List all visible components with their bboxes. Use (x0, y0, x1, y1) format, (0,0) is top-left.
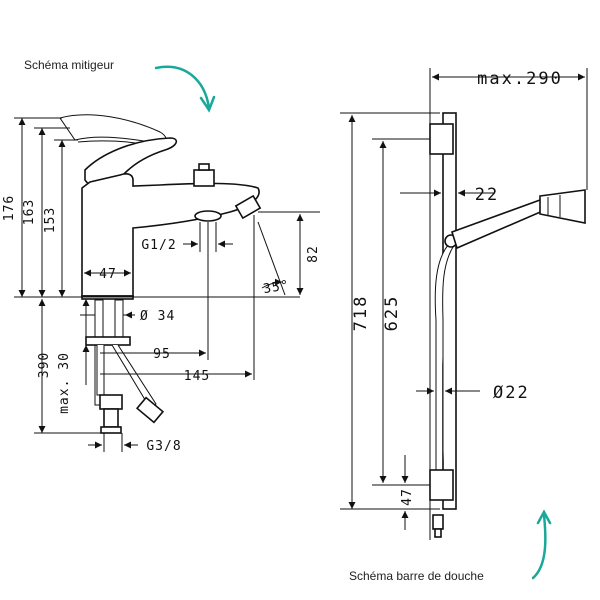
dim-d22: Ø22 (493, 383, 530, 403)
dim-g38: G3/8 (146, 439, 181, 454)
shower-bar-caption: Schéma barre de douche (349, 569, 484, 583)
dim-d34: Ø 34 (140, 309, 175, 324)
dim-max290: max.290 (477, 69, 563, 89)
dim-47-bracket: 47 (400, 488, 415, 506)
dim-390: 390 (37, 352, 52, 378)
dim-95: 95 (153, 347, 171, 362)
dim-35-angle: 35° (262, 278, 291, 297)
dim-145: 145 (184, 369, 210, 384)
dim-82: 82 (306, 245, 321, 263)
mixer-arrow-icon (154, 65, 216, 113)
dim-718: 718 (351, 295, 371, 332)
dim-22-rail: 22 (475, 185, 499, 205)
mixer-faucet (59, 114, 262, 434)
dim-max30: max. 30 (57, 352, 72, 414)
shower-bar (429, 68, 586, 540)
dim-47-mixer: 47 (99, 267, 117, 282)
shower-dimensions (340, 68, 588, 530)
dim-625: 625 (382, 295, 402, 332)
dim-176: 176 (2, 195, 17, 221)
mixer-caption: Schéma mitigeur (24, 58, 114, 72)
shower-arrow-icon (531, 509, 552, 580)
dim-163: 163 (22, 199, 37, 225)
dim-g12: G1/2 (141, 238, 176, 253)
mixer-dimensions (14, 117, 320, 452)
dim-153: 153 (43, 207, 58, 233)
